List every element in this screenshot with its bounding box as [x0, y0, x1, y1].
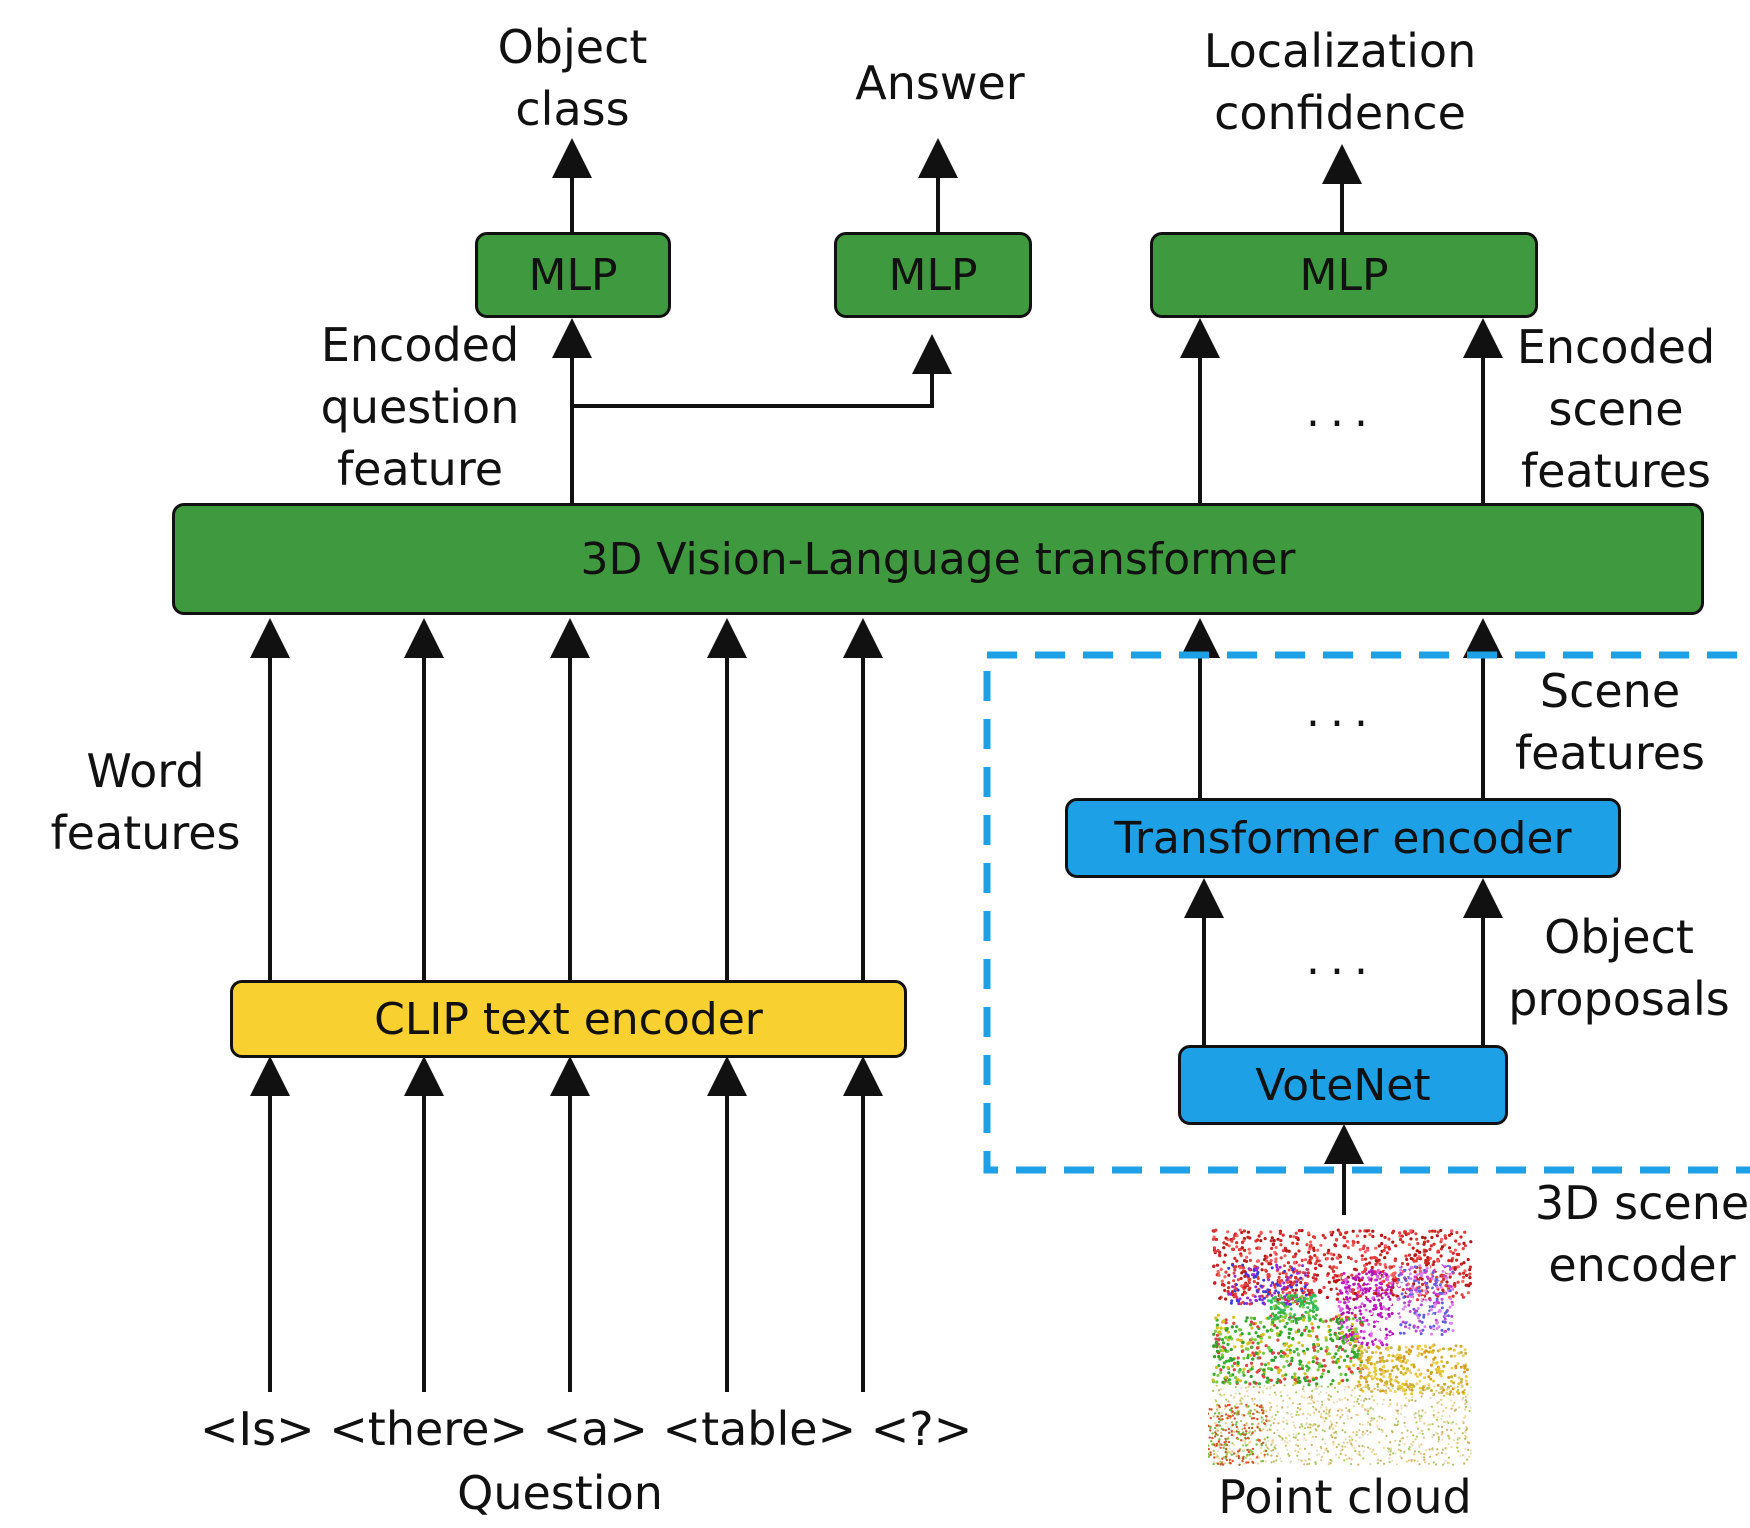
transformer-encoder: Transformer encoder: [1065, 798, 1621, 878]
answer-label: Answer: [855, 56, 1025, 110]
point-cloud-label: Point cloud: [1218, 1470, 1472, 1524]
mlp-object-class: MLP: [475, 232, 671, 318]
mlp-localization: MLP: [1150, 232, 1538, 318]
scene-encoder-region: [983, 651, 1750, 1174]
question-tokens: <Is> <there> <a> <table> <?>: [200, 1402, 973, 1456]
question-label: Question: [457, 1466, 663, 1520]
ellipsis-encoded: ...: [1306, 386, 1378, 437]
clip-text-encoder: CLIP text encoder: [230, 980, 907, 1058]
vision-language-transformer: 3D Vision-Language transformer: [172, 503, 1704, 615]
mlp-answer: MLP: [834, 232, 1032, 318]
point-cloud-image: [1208, 1228, 1473, 1466]
arrow-to-answer-mlp: [572, 334, 952, 408]
ellipsis-scene: ...: [1306, 686, 1378, 737]
ellipsis-proposals: ...: [1306, 934, 1378, 985]
votenet: VoteNet: [1178, 1045, 1508, 1125]
